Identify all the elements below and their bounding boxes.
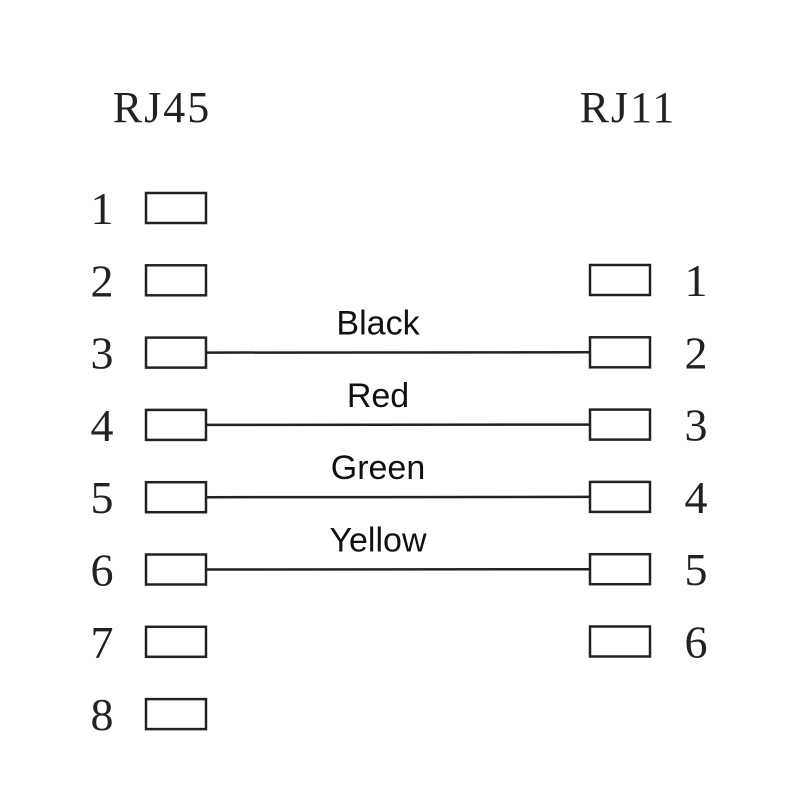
wire-label: Black bbox=[336, 305, 420, 343]
rj45-pin-number: 7 bbox=[91, 617, 114, 668]
rj11-pin-number: 3 bbox=[685, 400, 708, 451]
rj45-pin-number: 2 bbox=[91, 255, 114, 306]
rj45-pin-box bbox=[144, 553, 208, 586]
rj11-pin-number: 2 bbox=[685, 327, 708, 378]
rj11-pin-number: 4 bbox=[685, 472, 708, 523]
rj45-pin-box bbox=[144, 625, 208, 659]
rj45-pin-number: 4 bbox=[91, 400, 114, 451]
rj11-pin-box bbox=[588, 263, 652, 297]
rj11-pin-number: 5 bbox=[685, 544, 708, 595]
rj45-pin-number: 6 bbox=[91, 545, 114, 596]
rj45-pin-number: 3 bbox=[91, 328, 114, 379]
rj45-title: RJ45 bbox=[113, 83, 211, 132]
rj11-pin-box bbox=[588, 408, 652, 441]
rj45-pin-box bbox=[144, 480, 208, 514]
rj11-title: RJ11 bbox=[580, 83, 677, 132]
wire-label: Yellow bbox=[329, 522, 426, 560]
wire-label: Red bbox=[347, 377, 409, 415]
rj45-pin-number: 1 bbox=[91, 183, 114, 234]
rj11-pin-box bbox=[588, 336, 652, 369]
rj11-pins: 1 2 3 4 5 6 bbox=[588, 255, 708, 668]
rj11-pin-box bbox=[588, 625, 652, 658]
rj45-pin-box bbox=[144, 191, 208, 225]
rj45-pin-number: 5 bbox=[91, 472, 114, 523]
rj11-pin-number: 1 bbox=[685, 255, 708, 306]
rj45-pins: 1 2 3 4 5 6 7 8 bbox=[91, 183, 208, 740]
rj11-pin-box bbox=[588, 480, 652, 514]
rj45-pin-box bbox=[144, 697, 208, 731]
rj45-pin-box bbox=[144, 336, 208, 369]
rj45-pin-number: 8 bbox=[91, 689, 114, 740]
rj11-pin-number: 6 bbox=[685, 617, 708, 668]
rj45-pin-box bbox=[144, 264, 208, 297]
wire-label: Green bbox=[331, 449, 426, 487]
rj11-pin-box bbox=[588, 552, 652, 586]
wires bbox=[205, 351, 591, 571]
rj45-pin-box bbox=[144, 408, 208, 442]
